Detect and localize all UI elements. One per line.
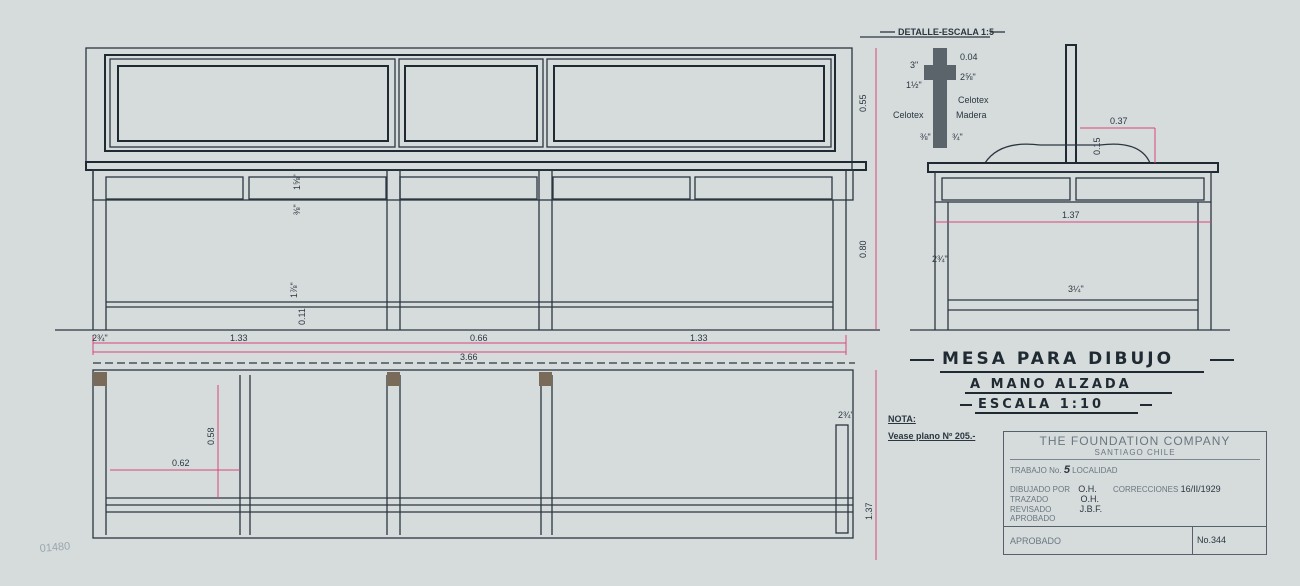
- dim-plan-w: 0.62: [172, 458, 190, 468]
- dim-rail: 0.11: [297, 308, 307, 325]
- plan-view: 0.62 0.58 1.37 2¾": [92, 362, 877, 560]
- tb-dibujado-value: O.H.: [1078, 484, 1097, 494]
- dim-leg: 2¾": [92, 333, 108, 343]
- tb-correcciones-value: 16/II/1929: [1180, 484, 1221, 494]
- tb-trazado-value: O.H.: [1080, 494, 1099, 504]
- detail-section: DETALLE-ESCALA 1:5 Celotex Celotex Mader…: [860, 27, 1005, 148]
- dim-height-table: 0.80: [858, 240, 868, 258]
- title-line-2: A MANO ALZADA: [970, 377, 1132, 392]
- detail-dim-5: ⅜": [920, 132, 931, 142]
- dim-side-width: 1.37: [1062, 210, 1080, 220]
- dim-stretcher: 1⅞": [289, 282, 299, 298]
- sheet-stamp: 01480: [39, 540, 71, 555]
- side-elevation: 1.37 0.37 0.15 2¾" 3¼": [910, 44, 1230, 331]
- dim-span-left: 1.33: [230, 333, 248, 343]
- dim-side-top-w: 0.37: [1110, 116, 1128, 126]
- note-label: NOTA:: [888, 414, 916, 424]
- detail-dim-2: 1½": [906, 80, 922, 90]
- tb-dibujado-label: DIBUJADO POR: [1010, 485, 1071, 494]
- tb-trabajo-value: 5: [1063, 464, 1070, 476]
- dim-plan-h: 0.58: [206, 427, 216, 445]
- tb-company: THE FOUNDATION COMPANY: [1039, 434, 1231, 448]
- tb-aprobado-label: APROBADO: [1010, 514, 1056, 523]
- detail-label-madera: Madera: [956, 110, 987, 120]
- tb-trabajo-label: TRABAJO No.: [1010, 466, 1062, 475]
- note-text: Vease plano Nº 205.-: [888, 431, 976, 441]
- tb-localidad-label: LOCALIDAD: [1072, 466, 1118, 475]
- dim-drawer-a: 1⅝": [292, 174, 302, 190]
- dim-span-mid: 0.66: [470, 333, 488, 343]
- tb-revisado-value: J.B.F.: [1079, 504, 1103, 514]
- dim-plan-depth: 1.37: [864, 502, 874, 520]
- dim-side-stretcher: 3¼": [1068, 284, 1084, 294]
- tb-aprobado-footer: APROBADO: [1010, 536, 1062, 546]
- dim-height-top: 0.55: [858, 94, 868, 112]
- detail-label-celotex-right: Celotex: [958, 95, 989, 105]
- front-elevation: 0.55 0.80 1.33 0.66 1.33 3.66 2¾" 0.11 1…: [55, 47, 880, 362]
- title-rules: [910, 359, 1234, 414]
- detail-heading: DETALLE-ESCALA 1:5: [898, 27, 994, 37]
- dim-span-right: 1.33: [690, 333, 708, 343]
- detail-dim-4: 2⅝": [960, 72, 976, 82]
- detail-dim-1: 3": [910, 60, 918, 70]
- dim-total: 3.66: [460, 352, 478, 362]
- tb-correcciones-label: CORRECCIONES: [1113, 485, 1179, 494]
- dim-side-top-h: 0.15: [1092, 137, 1102, 155]
- detail-dim-3: 0.04: [960, 52, 978, 62]
- dim-plan-leg: 2¾": [838, 410, 854, 420]
- title-line-3: ESCALA 1:10: [978, 397, 1105, 412]
- detail-label-celotex-left: Celotex: [893, 110, 924, 120]
- tb-number: No.344: [1192, 526, 1230, 554]
- title-block: THE FOUNDATION COMPANY SANTIAGO CHILE TR…: [1003, 431, 1267, 555]
- dim-side-leg: 2¾": [932, 254, 948, 264]
- tb-revisado-label: REVISADO: [1010, 505, 1052, 514]
- detail-dim-6: ¾": [952, 132, 963, 142]
- dim-drawer-b: ⅜": [292, 204, 302, 215]
- title-line-1: MESA PARA DIBUJO: [942, 349, 1175, 369]
- tb-city: SANTIAGO CHILE: [1010, 448, 1260, 460]
- drawers: [105, 176, 833, 200]
- tb-trazado-label: TRAZADO: [1010, 495, 1049, 504]
